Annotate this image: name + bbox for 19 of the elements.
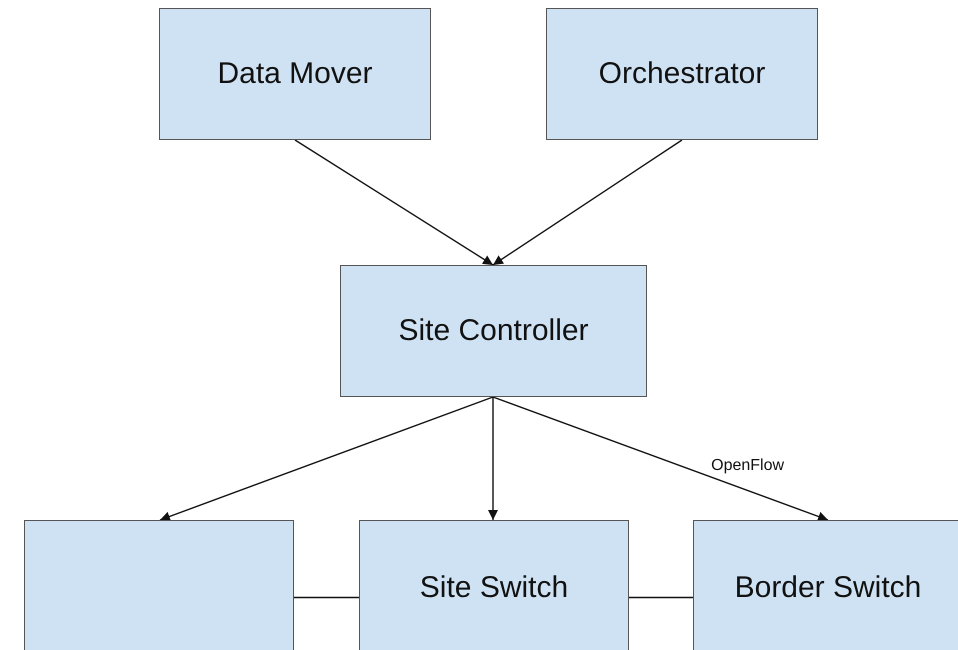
process-box xyxy=(546,8,818,140)
arrow xyxy=(294,139,494,266)
process-box xyxy=(359,520,629,650)
node-label: Site Controller xyxy=(398,314,589,348)
node-label: Site Switch xyxy=(420,570,568,604)
process-box xyxy=(159,8,431,140)
node-label: Border Switch xyxy=(734,570,922,604)
empty-box xyxy=(24,520,294,650)
connector-line xyxy=(629,596,693,598)
arrow xyxy=(492,139,682,266)
arrow xyxy=(160,396,494,522)
arrow xyxy=(488,397,498,520)
arrow xyxy=(492,396,828,522)
node-label: Data Mover xyxy=(217,57,373,91)
connector-line xyxy=(294,596,359,598)
node-label: Orchestrator xyxy=(598,57,766,91)
process-box xyxy=(340,265,647,397)
edge-label: OpenFlow xyxy=(709,457,786,476)
process-box xyxy=(693,520,958,650)
